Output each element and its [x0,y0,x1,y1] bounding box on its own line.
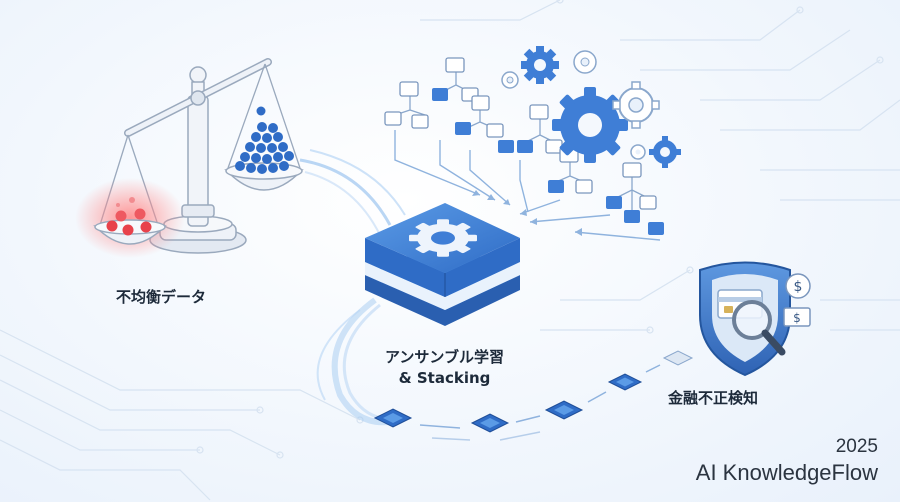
majority-class-pan [224,106,304,191]
chip-arrows [419,364,661,441]
ensemble-label-line1: アンサンブル学習 [385,348,504,366]
coin-icon: $ [785,273,811,299]
imbalanced-data-label: 不均衡データ [116,288,207,306]
svg-text:$: $ [794,279,803,295]
tree-nodes [384,57,664,235]
svg-text:$: $ [793,311,801,325]
ensemble-label-line2: & Stacking [398,369,491,387]
footer-brand: AI KnowledgeFlow [695,460,878,485]
chip-icon [373,350,694,433]
model-inputs-arrows [394,130,661,241]
minority-class-pan [75,178,185,258]
arrow-heads [472,190,582,236]
ensemble-label: アンサンブル学習 & Stacking [385,347,504,389]
financial-fraud-label: 金融不正検知 [668,389,759,407]
magnifier-icon [732,300,786,356]
gear-icon [501,46,681,168]
data-flow-stream [299,149,406,236]
banknote-icon: $ [783,307,811,327]
footer-year: 2025 [835,436,878,457]
ensemble-block-icon [365,203,520,326]
